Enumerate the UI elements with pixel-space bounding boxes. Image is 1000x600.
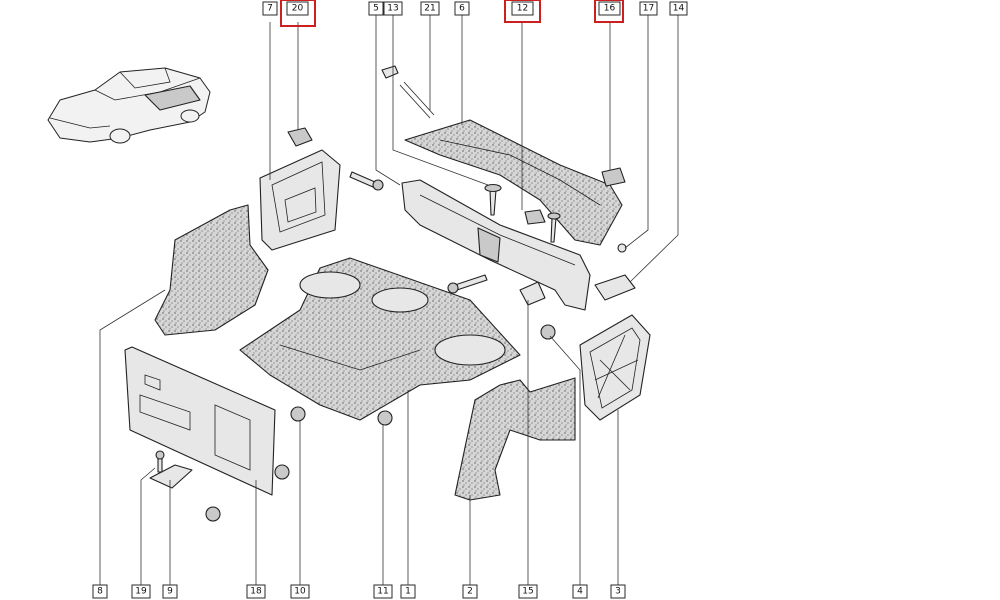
part-18-rear-panel <box>124 346 276 496</box>
svg-text:7: 7 <box>267 4 273 14</box>
bottom-callouts: 8 19 9 18 10 11 1 2 <box>92 584 626 599</box>
svg-text:4: 4 <box>577 587 583 597</box>
callout-11: 11 <box>373 584 393 599</box>
part-2-right-liner <box>454 377 576 501</box>
callout-3: 3 <box>610 584 626 599</box>
fastener-clip-12 <box>524 209 546 225</box>
part-9-pad <box>149 464 193 489</box>
screw-part-5 <box>349 171 384 191</box>
part-4-clip <box>540 324 556 340</box>
svg-text:6: 6 <box>459 4 465 14</box>
callout-1: 1 <box>400 584 416 599</box>
part-8-left-liner <box>154 204 269 336</box>
part-7-side-panel <box>259 149 341 251</box>
fastener-bolt-15 <box>547 212 561 243</box>
part-20-clip <box>287 127 313 147</box>
callout-6: 6 <box>454 1 470 16</box>
fastener-bolt-13 <box>484 183 502 216</box>
svg-text:10: 10 <box>294 587 306 597</box>
callout-13: 13 <box>383 1 403 16</box>
grommet-lower <box>205 464 290 522</box>
svg-text:17: 17 <box>643 4 654 14</box>
svg-text:16: 16 <box>604 4 616 14</box>
svg-text:9: 9 <box>167 587 173 597</box>
svg-text:14: 14 <box>673 4 685 14</box>
fastener-bolt-long <box>447 274 488 294</box>
callout-8: 8 <box>92 584 108 599</box>
svg-text:12: 12 <box>517 4 528 14</box>
svg-text:19: 19 <box>135 587 147 597</box>
callout-19: 19 <box>131 584 151 599</box>
svg-text:1: 1 <box>405 587 411 597</box>
callout-17: 17 <box>639 1 658 16</box>
svg-text:13: 13 <box>387 4 398 14</box>
callout-4: 4 <box>572 584 588 599</box>
leader-lines <box>99 15 679 585</box>
svg-text:15: 15 <box>522 587 533 597</box>
part-15-bracket <box>519 281 546 306</box>
part-3-grille-panel <box>579 314 651 421</box>
part-6-parcel-shelf <box>404 119 623 246</box>
part-21-spring <box>399 81 435 119</box>
callout-21: 21 <box>420 1 440 16</box>
callout-20: 20 <box>280 0 316 27</box>
callout-12: 12 <box>504 0 541 23</box>
part-1-floor-mat <box>239 257 521 421</box>
svg-text:20: 20 <box>292 4 304 14</box>
callout-15: 15 <box>518 584 538 599</box>
part-14-bracket <box>594 274 636 301</box>
part-10-grommet <box>290 406 306 422</box>
part-19-screw <box>155 450 165 473</box>
top-callouts: 7 20 5 13 21 6 12 <box>262 0 688 27</box>
callout-10: 10 <box>290 584 310 599</box>
svg-text:8: 8 <box>97 587 103 597</box>
callout-2: 2 <box>462 584 478 599</box>
callout-16: 16 <box>594 0 624 23</box>
svg-text:21: 21 <box>424 4 435 14</box>
part-17-screw <box>617 243 627 253</box>
svg-text:11: 11 <box>377 587 388 597</box>
part-13-clip <box>381 65 399 79</box>
part-5-crossmember <box>401 179 591 311</box>
callout-5: 5 <box>368 1 384 16</box>
svg-text:3: 3 <box>615 587 621 597</box>
part-11-grommet <box>377 410 393 426</box>
svg-text:5: 5 <box>373 4 379 14</box>
callout-7: 7 <box>262 1 278 16</box>
svg-text:2: 2 <box>467 587 473 597</box>
svg-text:18: 18 <box>250 587 262 597</box>
part-16-clip <box>601 167 626 187</box>
callout-18: 18 <box>246 584 266 599</box>
callout-9: 9 <box>162 584 178 599</box>
car-reference-thumbnail <box>47 67 211 144</box>
callout-14: 14 <box>669 1 688 16</box>
